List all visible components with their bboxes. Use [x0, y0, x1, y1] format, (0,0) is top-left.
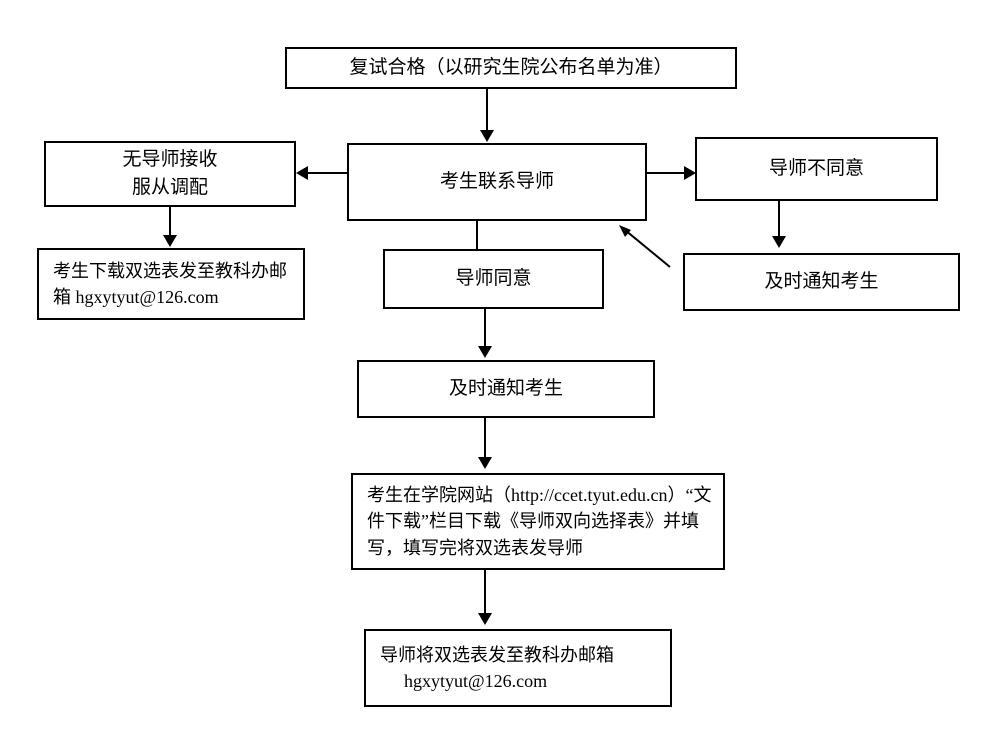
arrowhead-contact-to-refuse	[684, 166, 696, 180]
node-no-advisor-label: 无导师接收 服从调配	[122, 149, 218, 198]
arrowhead-pass-exam-to-contact	[480, 130, 494, 142]
node-advisor-agree-label: 导师同意	[455, 268, 532, 290]
node-advisor-agree: 导师同意	[383, 249, 604, 309]
node-notify-candidate-right: 及时通知考生	[683, 253, 960, 311]
connector-contact-to-refuse	[647, 172, 685, 174]
connector-notify-center-to-instructions	[484, 418, 486, 459]
connector-instructions-to-send-form	[484, 570, 486, 615]
arrowhead-notify-center-to-instructions	[478, 457, 492, 469]
node-contact-advisor: 考生联系导师	[347, 143, 647, 221]
arrowhead-instructions-to-send-form	[478, 613, 492, 625]
arrowhead-agree-to-notify-center	[478, 346, 492, 358]
node-contact-advisor-label: 考生联系导师	[439, 171, 554, 193]
node-advisor-send-form: 导师将双选表发至教科办邮箱 hgxytyut@126.com	[364, 629, 672, 707]
connector-contact-to-agree	[476, 221, 478, 252]
node-notify-candidate-center-label: 及时通知考生	[448, 378, 563, 400]
connector-contact-to-no-advisor	[307, 172, 349, 174]
connector-pass-exam-to-contact	[486, 89, 488, 132]
node-download-instructions: 考生在学院网站（http://ccet.tyut.edu.cn）“文件下载”栏目…	[351, 473, 725, 570]
node-advisor-send-form-label: 导师将双选表发至教科办邮箱 hgxytyut@126.com	[380, 644, 614, 691]
node-advisor-refuse-label: 导师不同意	[768, 158, 864, 180]
node-download-instructions-label: 考生在学院网站（http://ccet.tyut.edu.cn）“文件下载”栏目…	[367, 485, 712, 558]
arrowhead-no-advisor-to-download	[163, 235, 177, 247]
node-notify-candidate-right-label: 及时通知考生	[764, 271, 879, 293]
node-advisor-refuse: 导师不同意	[695, 137, 938, 201]
node-download-form-email: 考生下载双选表发至教科办邮箱 hgxytyut@126.com	[37, 248, 305, 320]
connector-notify-right-to-contact	[619, 225, 671, 268]
node-no-advisor: 无导师接收 服从调配	[44, 141, 296, 207]
connector-agree-to-notify-center	[484, 309, 486, 348]
node-download-form-email-label: 考生下载双选表发至教科办邮箱 hgxytyut@126.com	[53, 260, 287, 307]
arrowhead-refuse-to-notify	[772, 236, 786, 248]
connector-refuse-to-notify	[778, 201, 780, 237]
arrowhead-contact-to-no-advisor	[296, 166, 308, 180]
node-pass-exam: 复试合格（以研究生院公布名单为准）	[285, 47, 737, 89]
node-pass-exam-label: 复试合格（以研究生院公布名单为准）	[349, 57, 673, 79]
node-notify-candidate-center: 及时通知考生	[357, 360, 655, 418]
connector-no-advisor-to-download	[169, 207, 171, 237]
